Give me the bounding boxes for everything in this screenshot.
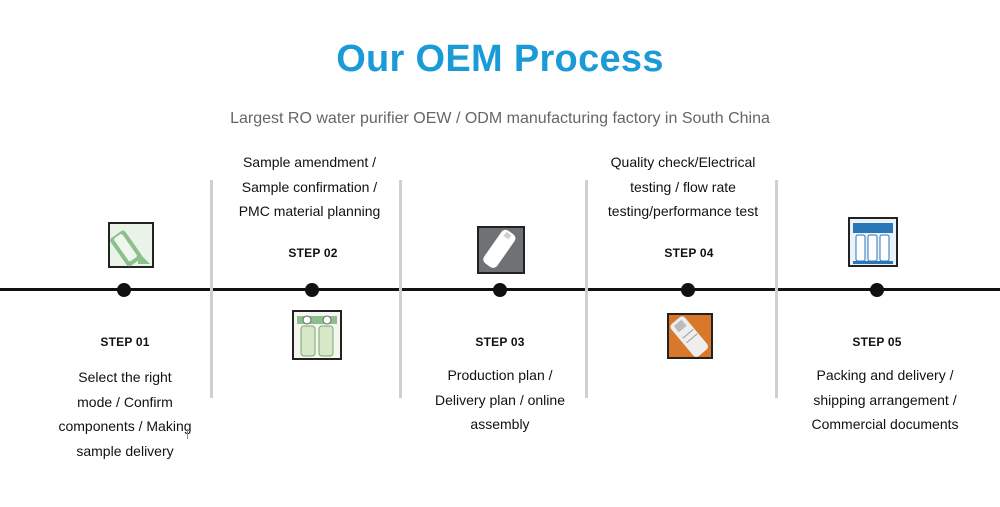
step-02-label: STEP 02 — [288, 246, 338, 260]
step-divider — [775, 180, 778, 398]
step-05-description-line: Commercial documents — [811, 416, 959, 432]
page-title: Our OEM Process — [336, 38, 664, 80]
step-divider — [399, 180, 402, 398]
filter-cartridge-orange-icon — [667, 313, 713, 359]
step-01-dot — [117, 283, 131, 297]
step-03-dot — [493, 283, 507, 297]
step-divider — [585, 180, 588, 398]
step-02-dot — [305, 283, 319, 297]
text-cursor — [187, 429, 188, 439]
step-03-description-line: Production plan / — [447, 367, 553, 383]
step-03-description: Production plan / Delivery plan / online… — [410, 363, 590, 437]
step-05-description: Packing and delivery / shipping arrangem… — [790, 363, 980, 437]
step-04-description: Quality check/Electrical testing / flow … — [592, 150, 774, 224]
step-03-description-line: assembly — [470, 416, 530, 432]
step-05-dot — [870, 283, 884, 297]
step-01-label: STEP 01 — [100, 335, 150, 349]
step-04-label: STEP 04 — [664, 246, 714, 260]
ro-purifier-unit-icon — [848, 217, 898, 267]
step-02-description-line: PMC material planning — [238, 203, 381, 219]
step-05-description-line: shipping arrangement / — [813, 391, 957, 408]
step-01-description-line: mode / Confirm — [77, 393, 173, 410]
step-01-description-line: Select the right — [78, 369, 172, 385]
step-01-description-line: components / Making — [58, 418, 192, 434]
step-divider — [210, 180, 213, 398]
page-subtitle: Largest RO water purifier OEW / ODM manu… — [230, 110, 770, 127]
step-02-description-line: Sample confirmation / — [241, 178, 378, 195]
water-filter-cartridge-icon — [108, 222, 154, 268]
step-05-label: STEP 05 — [852, 335, 902, 349]
step-01-description: Select the right mode / Confirm componen… — [40, 365, 210, 463]
step-03-description-line: Delivery plan / online — [435, 391, 565, 408]
step-02-description-line: Sample amendment / — [242, 154, 377, 170]
step-04-description-line: Quality check/Electrical — [610, 154, 756, 170]
filter-cartridge-gray-icon — [477, 226, 525, 274]
step-02-description: Sample amendment / Sample confirmation /… — [212, 150, 407, 224]
filter-housing-icon — [292, 310, 342, 360]
step-04-dot — [681, 283, 695, 297]
step-03-label: STEP 03 — [475, 335, 525, 349]
step-04-description-line: testing/performance test — [607, 203, 759, 219]
step-05-description-line: Packing and delivery / — [816, 367, 954, 383]
step-01-description-line: sample delivery — [76, 442, 174, 459]
step-04-description-line: testing / flow rate — [630, 178, 736, 195]
